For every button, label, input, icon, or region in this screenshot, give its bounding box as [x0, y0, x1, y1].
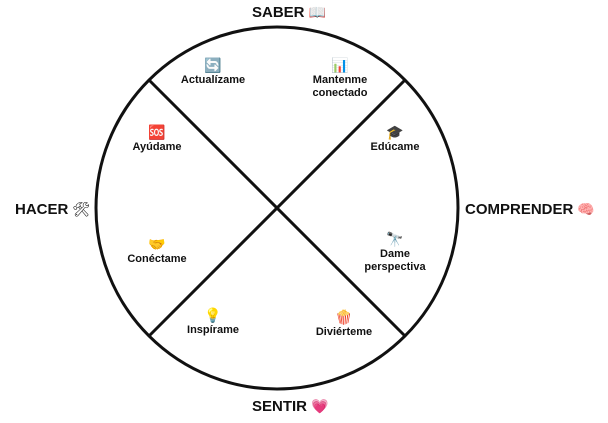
brain-icon: 🧠: [577, 201, 595, 217]
graduation-cap-icon: 🎓: [386, 124, 404, 140]
axis-bottom-label: SENTIR: [252, 398, 308, 415]
item-actualizame-label: Actualízame: [180, 74, 246, 86]
item-divierteme-label: Diviérteme: [315, 326, 373, 338]
wheel-circle: [94, 25, 460, 391]
item-educame-label: Edúcame: [370, 141, 420, 153]
sos-icon: 🆘: [148, 124, 166, 140]
item-perspectiva-label: Dame perspectiva: [364, 248, 426, 273]
bar-chart-icon: 📊: [331, 57, 349, 73]
axis-right-comprender: COMPRENDER🧠: [465, 201, 595, 218]
item-ayudame-label: Ayúdame: [132, 141, 182, 153]
handshake-icon: 🤝: [148, 236, 166, 252]
diagonal-divider-2: [147, 78, 407, 338]
heart-icon: 💗: [311, 398, 329, 414]
book-icon: 📖: [308, 4, 326, 20]
item-conectame-label: Conéctame: [127, 253, 187, 265]
item-inspirame: 💡 Inspírame: [187, 307, 239, 337]
item-mantenme-label: Mantenme conectado: [312, 74, 368, 99]
item-educame: 🎓 Edúcame: [371, 124, 420, 154]
item-diviérteme: 🍿 Diviérteme: [316, 309, 372, 339]
lightbulb-icon: 💡: [204, 307, 222, 323]
item-actualizame: 🔄 Actualízame: [181, 57, 245, 87]
axis-bottom-sentir: SENTIR💗: [252, 398, 328, 415]
axis-top-label: SABER: [252, 4, 305, 21]
refresh-icon: 🔄: [204, 57, 222, 73]
axis-left-label: HACER: [15, 201, 69, 218]
axis-top-saber: SABER📖: [252, 4, 326, 21]
item-inspirame-label: Inspírame: [187, 324, 239, 336]
tools-icon: 🛠: [72, 201, 91, 217]
axis-right-label: COMPRENDER: [465, 201, 574, 218]
axis-left-hacer: HACER🛠: [15, 201, 90, 218]
popcorn-icon: 🍿: [335, 309, 353, 325]
item-mantenme-conectado: 📊 Mantenme conectado: [300, 57, 380, 100]
item-conectame: 🤝 Conéctame: [127, 236, 186, 266]
item-ayudame: 🆘 Ayúdame: [132, 124, 181, 154]
telescope-icon: 🔭: [386, 231, 404, 247]
item-dame-perspectiva: 🔭 Dame perspectiva: [355, 231, 435, 274]
